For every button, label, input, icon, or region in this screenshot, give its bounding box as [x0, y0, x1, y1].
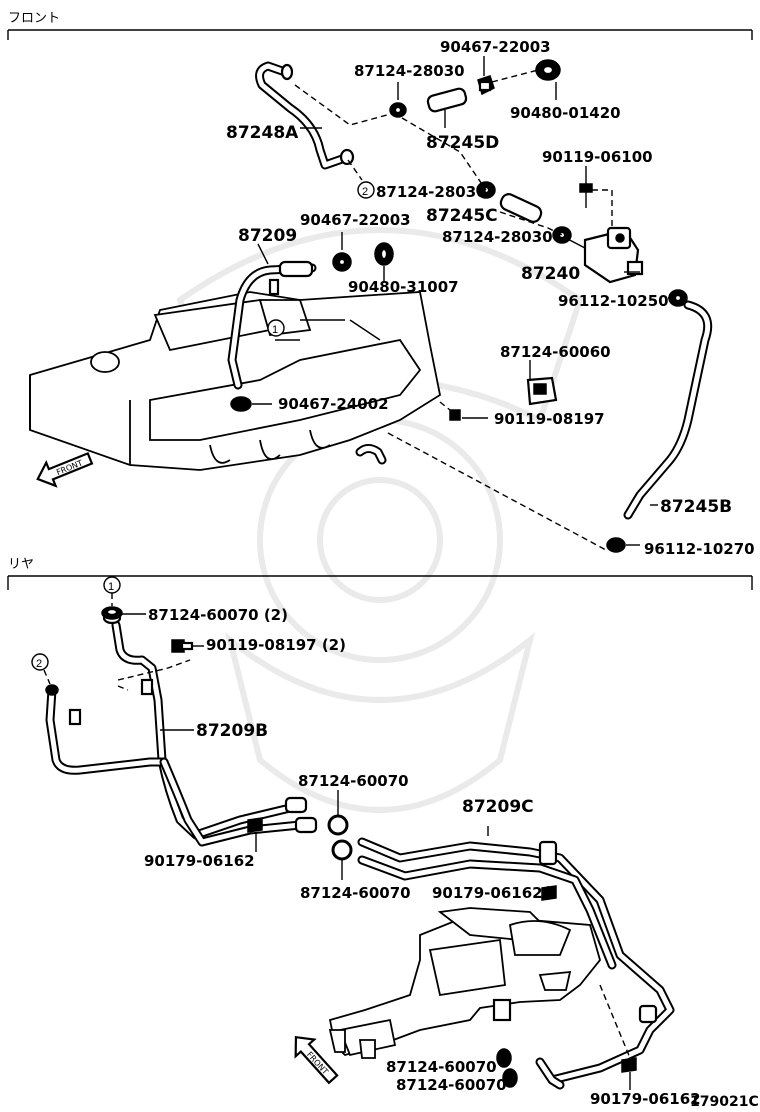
- clip-90179-06162-b: [541, 885, 557, 901]
- oil-cap: [90, 351, 120, 373]
- bolt-90119-08197: [449, 409, 461, 421]
- clip-90179-06162-c: [621, 1057, 637, 1073]
- label-87248a: 87248A: [226, 123, 299, 143]
- rear-guides: [117, 613, 631, 1090]
- clamp-87124-60070-a: [327, 814, 349, 836]
- figure-code: 179021C: [690, 1094, 759, 1110]
- label-90119-08197-2: 90119-08197 (2): [206, 636, 346, 654]
- label-87240: 87240: [521, 264, 580, 284]
- label-90179-06162-b: 90179-06162: [432, 884, 543, 902]
- label-90467-24002: 90467-24002: [278, 395, 389, 413]
- rear-section-frame: リヤ: [7, 557, 753, 590]
- label-87124-28030-a: 87124-28030: [354, 62, 465, 80]
- label-87209: 87209: [238, 226, 297, 246]
- callout-1-rear: 1: [103, 576, 121, 606]
- label-96112-10250: 96112-10250: [558, 292, 669, 310]
- svg-text:1: 1: [272, 324, 278, 336]
- label-87245b: 87245B: [660, 497, 732, 517]
- front-section-label: フロント: [8, 11, 60, 26]
- svg-text:1: 1: [108, 581, 114, 593]
- clip-90467-24002: [230, 396, 252, 412]
- front-guides: [252, 56, 676, 551]
- clamp-rear-87124-60070-c: [496, 1048, 512, 1068]
- label-87245c: 87245C: [426, 206, 498, 226]
- clamp-87124-60060: [526, 376, 558, 406]
- label-87124-60070-b: 87124-60070: [300, 884, 411, 902]
- hose-87245b: [623, 300, 713, 520]
- label-90467-22003-mid: 90467-22003: [300, 211, 411, 229]
- clip-90467-22003-mid: [332, 252, 352, 272]
- bolt-90119-08197-rear: [171, 639, 194, 653]
- callout-2-rear: 2: [31, 653, 51, 685]
- label-87124-60070-d: 87124-60070: [396, 1076, 507, 1094]
- callout-1-front: 1: [267, 319, 285, 337]
- callout-2-front: 2: [357, 181, 375, 199]
- label-90467-22003-top: 90467-22003: [440, 38, 551, 56]
- label-90119-08197: 90119-08197: [494, 410, 605, 428]
- rear-labels: 87124-60070 (2) 90119-08197 (2) 87209B 8…: [144, 606, 759, 1110]
- label-87124-60070-c: 87124-60070: [386, 1058, 497, 1076]
- pipe-87209: [227, 260, 317, 390]
- clamp-87124-28030-c: [552, 226, 572, 244]
- label-90179-06162-a: 90179-06162: [144, 852, 255, 870]
- clamp-87124-28030-a: [389, 102, 407, 118]
- clamp-96112-10270: [606, 537, 626, 553]
- label-87124-60070-2: 87124-60070 (2): [148, 606, 288, 624]
- clip-90179-06162-a: [247, 817, 263, 833]
- label-87124-28030-b: 87124-28030: [376, 183, 487, 201]
- label-87209c: 87209C: [462, 797, 534, 817]
- front-arrow-top: FRONT: [36, 451, 94, 488]
- valve-87240: [559, 226, 644, 284]
- canister-assembly: [328, 907, 601, 1059]
- hose-rear-end: [535, 1057, 565, 1090]
- label-87124-60060: 87124-60060: [500, 343, 611, 361]
- clamp-87124-60070-b: [331, 839, 353, 861]
- label-90179-06162-c: 90179-06162: [590, 1090, 701, 1108]
- grommet-90480-31007: [374, 242, 394, 266]
- pipe-87209c: [357, 837, 675, 1085]
- grommet-90480-01420: [535, 59, 561, 81]
- front-section-frame: フロント: [7, 11, 753, 40]
- label-87124-28030-c: 87124-28030: [442, 228, 553, 246]
- label-96112-10270: 96112-10270: [644, 540, 755, 558]
- clamp-rear-87124-60070-d: [502, 1068, 518, 1088]
- label-90480-31007: 90480-31007: [348, 278, 459, 296]
- hose-87248a: [255, 61, 355, 170]
- clamp-87124-60070-top: [101, 606, 123, 620]
- label-87124-60070-a: 87124-60070: [298, 772, 409, 790]
- hose-87245c: [499, 193, 543, 223]
- label-90119-06100: 90119-06100: [542, 148, 653, 166]
- svg-text:2: 2: [362, 186, 368, 198]
- bolt-90119-06100: [579, 183, 593, 208]
- rear-section-label: リヤ: [8, 557, 34, 572]
- label-87209b: 87209B: [196, 721, 268, 741]
- hose-87245d: [426, 87, 468, 113]
- label-87245d: 87245D: [426, 133, 499, 153]
- clip-90467-22003-top: [477, 75, 495, 96]
- label-90480-01420: 90480-01420: [510, 104, 621, 122]
- svg-text:2: 2: [36, 658, 42, 670]
- front-labels: 90467-22003 87124-28030 90480-01420 8724…: [226, 38, 755, 558]
